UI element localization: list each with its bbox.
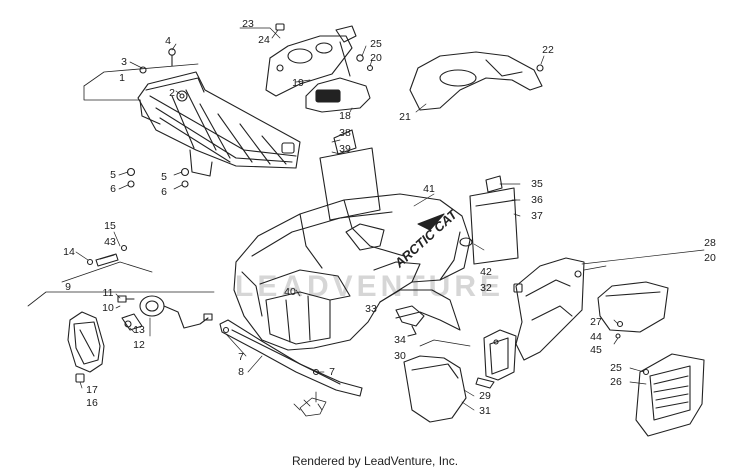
footwell-cover xyxy=(597,281,669,339)
callout-14: 14 xyxy=(63,245,75,258)
callout-1: 1 xyxy=(119,71,125,84)
callout-26: 26 xyxy=(610,375,622,388)
lower-guard-30 xyxy=(403,355,467,423)
callout-20: 20 xyxy=(370,51,382,64)
parts-diagram: ARCTIC CAT xyxy=(27,23,705,437)
callout-37: 37 xyxy=(531,209,543,222)
decal-left xyxy=(319,129,381,221)
callout-20: 20 xyxy=(704,251,716,264)
callout-5: 5 xyxy=(110,168,116,181)
callout-21: 21 xyxy=(399,110,411,123)
callout-9: 9 xyxy=(65,280,71,293)
leader-lines-pod xyxy=(239,27,373,113)
callout-35: 35 xyxy=(531,177,543,190)
bracket-line-1 xyxy=(83,63,199,87)
footer-credit: Rendered by LeadVenture, Inc. xyxy=(291,454,459,468)
leader-lines-body xyxy=(295,193,485,297)
callout-13: 13 xyxy=(133,323,145,336)
tow-mount xyxy=(293,391,327,417)
leader-lines-decals xyxy=(331,139,521,217)
callout-43: 43 xyxy=(104,235,116,248)
front-bumper xyxy=(219,319,363,397)
callout-34: 34 xyxy=(394,333,406,346)
fender-liner xyxy=(409,51,544,111)
side-bracket xyxy=(513,257,585,361)
callout-12: 12 xyxy=(133,338,145,351)
callout-4: 4 xyxy=(165,34,171,47)
callout-10: 10 xyxy=(102,301,114,314)
headlight xyxy=(67,311,105,383)
callout-19: 19 xyxy=(292,76,304,89)
fasteners-rack xyxy=(126,48,190,188)
callout-27: 27 xyxy=(590,315,602,328)
bracket-29 xyxy=(475,329,517,389)
callout-7: 7 xyxy=(329,365,335,378)
callout-2: 2 xyxy=(169,86,175,99)
callout-11: 11 xyxy=(102,286,114,299)
callout-25: 25 xyxy=(610,361,622,374)
callout-30: 30 xyxy=(394,349,406,362)
bracket-line-1b xyxy=(83,85,141,101)
callout-42: 42 xyxy=(480,265,492,278)
bracket-line-9 xyxy=(27,291,215,307)
fasteners-pod xyxy=(275,23,374,72)
leader-lines-lower xyxy=(419,339,475,411)
number-plate-housing xyxy=(305,77,371,113)
callout-24: 24 xyxy=(258,33,270,46)
callout-36: 36 xyxy=(531,193,543,206)
callout-7: 7 xyxy=(238,350,244,363)
arctic-cat-text: ARCTIC CAT xyxy=(391,206,461,271)
callout-17: 17 xyxy=(86,383,98,396)
front-rack xyxy=(137,71,301,177)
callout-3: 3 xyxy=(121,55,127,68)
callout-8: 8 xyxy=(238,365,244,378)
leader-lines-side xyxy=(581,249,705,345)
callout-45: 45 xyxy=(590,343,602,356)
callout-33: 33 xyxy=(365,302,377,315)
instrument-pod xyxy=(265,25,357,97)
callout-32: 32 xyxy=(480,281,492,294)
leader-lines-rack xyxy=(118,43,183,190)
callout-44: 44 xyxy=(590,330,602,343)
callout-6: 6 xyxy=(110,182,116,195)
leader-lines-liner xyxy=(415,55,545,113)
leader-lines-headlight xyxy=(75,231,151,389)
adjuster-screw xyxy=(86,244,128,267)
bracket-33 xyxy=(395,305,425,337)
callout-15: 15 xyxy=(104,219,116,232)
bracket-line-9b xyxy=(61,261,153,283)
callout-23: 23 xyxy=(242,17,254,30)
brand-decal: ARCTIC CAT xyxy=(391,206,461,271)
callout-16: 16 xyxy=(86,396,98,409)
callout-5: 5 xyxy=(161,170,167,183)
headlight-wiring xyxy=(117,295,213,331)
watermark: LEADVENTURE xyxy=(235,270,505,303)
callout-41: 41 xyxy=(423,182,435,195)
front-body xyxy=(233,193,473,351)
callout-40: 40 xyxy=(284,285,296,298)
callout-25: 25 xyxy=(370,37,382,50)
callout-18: 18 xyxy=(339,109,351,122)
callout-28: 28 xyxy=(704,236,716,249)
callout-29: 29 xyxy=(479,389,491,402)
callout-38: 38 xyxy=(339,126,351,139)
callout-22: 22 xyxy=(542,43,554,56)
callout-39: 39 xyxy=(339,142,351,155)
callout-31: 31 xyxy=(479,404,491,417)
leader-lines-bumper xyxy=(225,333,325,373)
callout-6: 6 xyxy=(161,185,167,198)
decal-right xyxy=(469,175,519,265)
leader-lines-vent xyxy=(629,367,647,385)
side-vent-panel xyxy=(635,353,705,437)
